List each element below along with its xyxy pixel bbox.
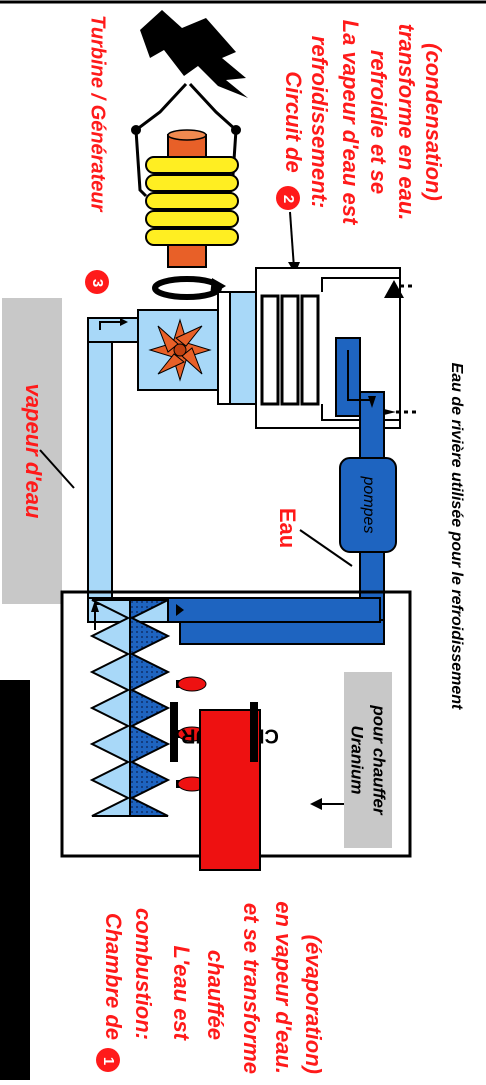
condenser-tube-3 — [300, 294, 320, 406]
condenser-steam-in — [229, 291, 257, 405]
step-2-badge — [276, 186, 300, 210]
pumps-box — [339, 457, 397, 553]
black-bar — [0, 680, 30, 1080]
generator-coil-icon — [145, 156, 239, 246]
circuit-line-5: transforme en eau. — [394, 24, 419, 221]
vapeur-label-box — [2, 298, 62, 604]
river-outflow-arrowhead — [384, 280, 404, 298]
chambre-line-4: chauffée — [203, 950, 228, 1040]
circuit-line-2: refroidissement: — [307, 36, 332, 208]
inlet-arrowhead — [176, 604, 184, 616]
steam-flow-arrow-top — [99, 321, 120, 330]
chambre-line-6: en vapeur d'eau. — [271, 901, 296, 1074]
vapeur-pointer — [39, 449, 75, 489]
wire-right — [188, 82, 238, 132]
steam-flow-arrowhead-bottom — [91, 600, 99, 612]
step-3-number: 3 — [89, 279, 106, 287]
chambre-line-3: L'eau est — [169, 946, 194, 1042]
terminal-left — [131, 125, 141, 135]
circuit-pointer — [289, 211, 295, 269]
river-caption: Eau de rivière utilisée pour le refroidi… — [448, 363, 465, 710]
uranium-pointer-head — [310, 798, 322, 810]
circuit-line-6: (condensation) — [421, 43, 446, 201]
chambre-line-5: et se transforme — [239, 903, 264, 1074]
step-3-badge — [85, 270, 109, 294]
lightning-icon — [140, 10, 248, 98]
chambre-line-7: (évaporation) — [301, 935, 326, 1074]
heat-exchanger-inlet — [167, 597, 381, 623]
heat-exchanger-steam — [89, 599, 131, 817]
wire-left-down — [134, 129, 148, 198]
condenser-tube-2 — [280, 294, 300, 406]
eau-label: Eau — [275, 508, 300, 548]
uranium-line-2: pour chauffer — [370, 704, 389, 816]
condenser-wall-left — [217, 291, 231, 405]
condenser-tube-1 — [260, 294, 280, 406]
heat-exchanger-mix — [129, 599, 171, 817]
water-flow-arrowhead-top — [368, 396, 376, 408]
shaft-top — [167, 129, 207, 141]
pumps-label: pompes — [360, 476, 377, 534]
terminal-right — [231, 125, 241, 135]
rotation-arrow-icon — [152, 276, 222, 300]
step-1-number: 1 — [100, 1057, 117, 1065]
circuit-line-1: Circuit de — [281, 71, 306, 172]
chambre-line-1: Chambre de — [101, 913, 126, 1040]
reactor-rod-holder-2 — [250, 702, 258, 762]
rotation-arrow-head — [210, 278, 226, 296]
turbine-rotor-icon — [148, 318, 212, 382]
uranium-line-1: Uranium — [348, 726, 367, 795]
eau-pointer — [299, 529, 353, 567]
steam-flow-arrowhead-top — [120, 318, 128, 326]
step-1-badge — [96, 1048, 120, 1072]
chambre-line-2: combustion: — [131, 908, 156, 1040]
wire-left — [135, 82, 188, 132]
reactor-rod-holder-1 — [170, 702, 178, 762]
turbine-label: Turbine / Générateur — [87, 15, 109, 213]
uranium-box — [344, 672, 392, 848]
circuit-text-block: Circuit de refroidissement: La vapeur d'… — [281, 20, 446, 226]
circuit-line-4: refroidie et se — [366, 50, 391, 194]
reactor-box — [199, 709, 261, 871]
circuit-line-3: La vapeur d'eau est — [338, 20, 363, 226]
step-2-number: 2 — [280, 195, 297, 203]
